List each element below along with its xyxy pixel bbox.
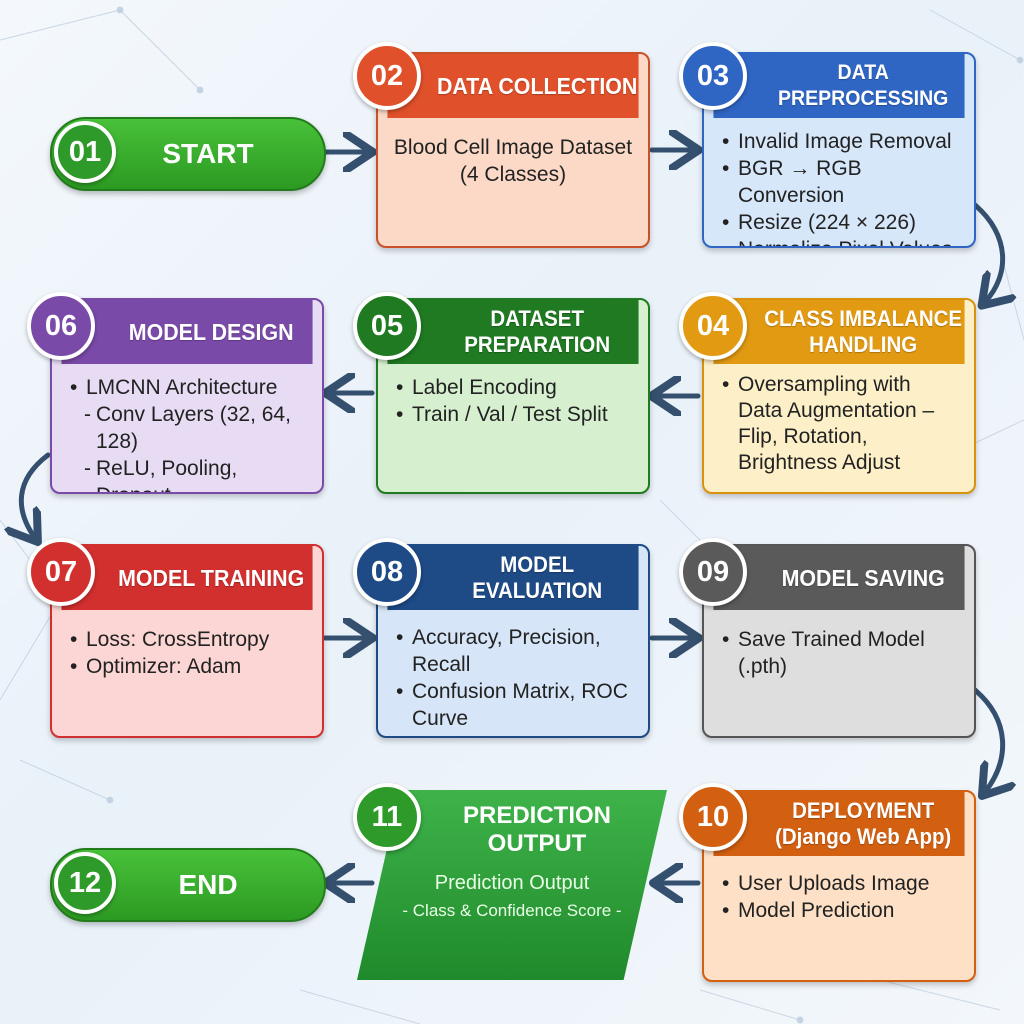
- step-title: DEPLOYMENT (Django Web App): [713, 792, 965, 856]
- step-number-05: 05: [353, 292, 421, 360]
- step-deployment: DEPLOYMENT (Django Web App) User Uploads…: [702, 790, 976, 982]
- step-item: Save Trained Model (.pth): [718, 626, 960, 680]
- step-number-11: 11: [353, 783, 421, 851]
- step-body-line-1: Blood Cell Image Dataset: [393, 136, 633, 159]
- step-title-line-1: MODEL: [500, 552, 575, 577]
- step-model-training: MODEL TRAINING Loss: CrossEntropy Optimi…: [50, 544, 324, 738]
- step-number-07: 07: [27, 538, 95, 606]
- step-number-09: 09: [679, 538, 747, 606]
- step-title-line-2: PREPARATION: [464, 332, 611, 357]
- step-number-03: 03: [679, 42, 747, 110]
- step-subitem: Conv Layers (32, 64, 128): [66, 401, 308, 455]
- step-title: MODEL DESIGN: [61, 300, 313, 364]
- step-item: Model Prediction: [718, 897, 960, 924]
- step-item: Label Encoding: [392, 374, 634, 401]
- step-title-line-1: DEPLOYMENT: [792, 798, 935, 823]
- step-item: Oversampling with Data Augmentation – Fl…: [718, 372, 960, 476]
- step-model-design: MODEL DESIGN LMCNN Architecture Conv Lay…: [50, 298, 324, 494]
- step-title: MODEL EVALUATION: [387, 546, 639, 610]
- step-title-line-2: OUTPUT: [487, 830, 587, 857]
- step-title-line-1: CLASS IMBALANCE: [764, 306, 963, 331]
- step-title-line-2: EVALUATION: [472, 578, 603, 603]
- step-item: Normalize Pixel Values: [718, 236, 960, 246]
- step-number-06: 06: [27, 292, 95, 360]
- step-item: LMCNN Architecture: [66, 374, 308, 401]
- step-number-04: 04: [679, 292, 747, 360]
- step-model-evaluation: MODEL EVALUATION Accuracy, Precision, Re…: [376, 544, 650, 738]
- prediction-output-text: PREDICTION OUTPUT Prediction Output - Cl…: [357, 790, 667, 980]
- step-item: Loss: CrossEntropy: [66, 626, 308, 653]
- step-title-line-2: HANDLING: [809, 332, 918, 357]
- step-title: DATA COLLECTION: [387, 54, 639, 118]
- step-number-02: 02: [353, 42, 421, 110]
- end-label: END: [178, 869, 238, 900]
- step-title: DATA PREPROCESSING: [713, 54, 965, 118]
- step-body-line-1: Prediction Output: [434, 872, 590, 894]
- start-label: START: [162, 138, 254, 169]
- step-data-preprocessing: DATA PREPROCESSING Invalid Image Removal…: [702, 52, 976, 248]
- step-title-line-1: PREDICTION: [462, 802, 611, 829]
- step-item: Accuracy, Precision, Recall: [392, 624, 634, 678]
- step-number-08: 08: [353, 538, 421, 606]
- step-number-10: 10: [679, 783, 747, 851]
- step-item: BGR → RGB Conversion: [718, 155, 960, 209]
- step-title: CLASS IMBALANCE HANDLING: [713, 300, 965, 364]
- step-item: Train / Val / Test Split: [392, 401, 634, 428]
- step-subitem: ReLU, Pooling, Dropout: [66, 455, 308, 492]
- step-title: DATASET PREPARATION: [387, 300, 639, 364]
- step-item: User Uploads Image: [718, 870, 960, 897]
- step-item: Invalid Image Removal: [718, 128, 960, 155]
- step-body-line-2: - Class & Confidence Score -: [402, 901, 622, 920]
- step-model-saving: MODEL SAVING Save Trained Model (.pth): [702, 544, 976, 738]
- step-title-line-2: (Django Web App): [775, 824, 952, 849]
- step-data-collection: DATA COLLECTION Blood Cell Image Dataset…: [376, 52, 650, 248]
- step-number-12: 12: [54, 852, 116, 914]
- step-body-line-2: (4 Classes): [459, 163, 567, 186]
- step-title-line-1: DATASET: [490, 306, 584, 331]
- step-title: MODEL SAVING: [713, 546, 965, 610]
- step-number-01: 01: [54, 121, 116, 183]
- step-title: MODEL TRAINING: [61, 546, 313, 610]
- step-item: Optimizer: Adam: [66, 653, 308, 680]
- step-dataset-preparation: DATASET PREPARATION Label Encoding Train…: [376, 298, 650, 494]
- step-item: Resize (224 × 226): [718, 209, 960, 236]
- step-class-imbalance: CLASS IMBALANCE HANDLING Oversampling wi…: [702, 298, 976, 494]
- step-item: Confusion Matrix, ROC Curve: [392, 678, 634, 732]
